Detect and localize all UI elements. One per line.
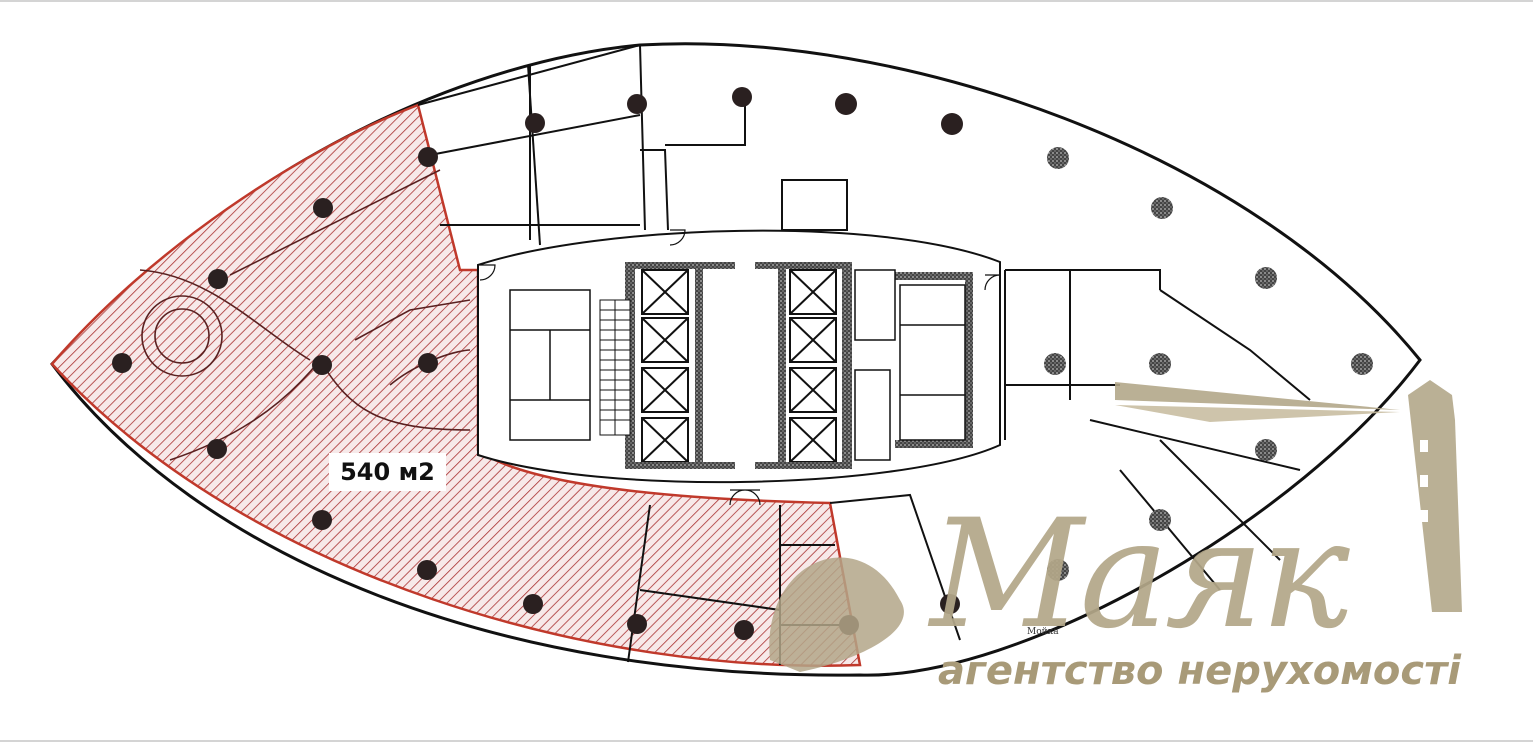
highlighted-partitions [139,169,471,461]
stairs [599,299,631,436]
room-label-moika: Мойка [1027,627,1059,637]
columns-speckled [1044,147,1373,581]
lighthouse-icon [769,380,1462,672]
columns [112,87,963,640]
elevator-bank-right [789,269,837,463]
area-label: 540 м2 [329,453,446,491]
highlighted-area [50,103,862,667]
restroom-left [509,289,591,441]
elevator-bank-left [641,269,689,463]
doors [479,229,1001,506]
partitions [417,43,1311,665]
watermark-tagline: агентство нерухомості [938,648,1461,694]
restroom-right [854,269,966,461]
watermark-brand: Маяк [930,488,1350,662]
